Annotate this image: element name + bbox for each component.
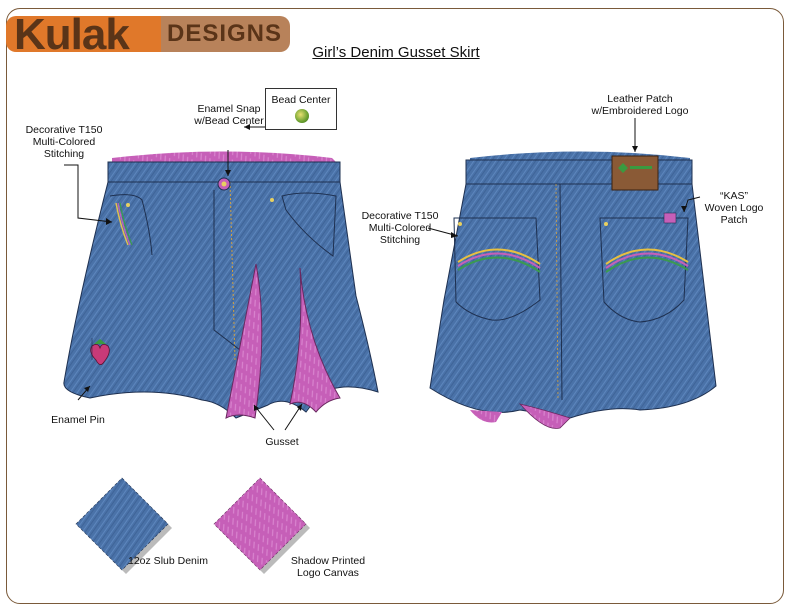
front-stitching-line-2: Multi-Colored — [32, 136, 96, 148]
canvas-swatch-line-1: Shadow Printed — [290, 555, 366, 567]
gusset-label: Gusset — [265, 436, 299, 448]
back-stitching-line-3: Stitching — [379, 234, 421, 246]
bead-center-label: Bead Center — [271, 94, 331, 106]
back-stitching-line-2: Multi-Colored — [368, 222, 432, 234]
leather-patch-line-2: w/Embroidered Logo — [591, 105, 689, 117]
denim-swatch — [75, 477, 172, 574]
leather-patch-label: Leather Patch w/Embroidered Logo — [580, 93, 700, 117]
brand-logo: Kulak DESIGNS — [6, 10, 290, 59]
bead-icon — [295, 109, 309, 123]
back-stitching-label: Decorative T150 Multi-Colored Stitching — [352, 210, 448, 246]
denim-swatch-label: 12oz Slub Denim — [128, 555, 208, 567]
enamel-pin-label: Enamel Pin — [51, 414, 105, 426]
leather-patch-line-1: Leather Patch — [607, 93, 673, 105]
logo-mark: Kulak — [6, 10, 161, 59]
leather-patch-icon — [611, 155, 659, 191]
kas-patch-line-1: “KAS” — [719, 190, 748, 202]
enamel-snap-line-2: w/Bead Center — [194, 115, 264, 127]
canvas-swatch — [213, 477, 310, 574]
front-stitching-label: Decorative T150 Multi-Colored Stitching — [16, 124, 112, 160]
kas-patch-icon — [663, 212, 677, 224]
brand-tagline: DESIGNS — [167, 20, 283, 47]
front-skirt — [63, 151, 379, 419]
enamel-snap-label: Enamel Snap w/Bead Center — [174, 103, 284, 127]
front-stitching-line-3: Stitching — [43, 148, 85, 160]
page-frame — [6, 8, 784, 604]
bead-center-callout-box: Bead Center — [265, 88, 337, 130]
brand-name: Kulak — [14, 10, 130, 59]
canvas-swatch-label: Shadow Printed Logo Canvas — [258, 555, 398, 579]
front-stitching-line-1: Decorative T150 — [25, 124, 103, 136]
enamel-pin-icon — [90, 339, 110, 365]
back-stitching-line-1: Decorative T150 — [361, 210, 439, 222]
enamel-snap-line-1: Enamel Snap — [197, 103, 261, 115]
kas-patch-label: “KAS” Woven Logo Patch — [694, 190, 774, 226]
canvas-swatch-line-2: Logo Canvas — [297, 567, 359, 579]
logo-tagline-block: DESIGNS — [161, 16, 290, 52]
back-skirt — [429, 151, 717, 429]
kas-patch-line-2: Woven Logo — [704, 202, 764, 214]
page-title: Girl’s Denim Gusset Skirt — [312, 44, 480, 61]
kas-patch-line-3: Patch — [720, 214, 748, 226]
